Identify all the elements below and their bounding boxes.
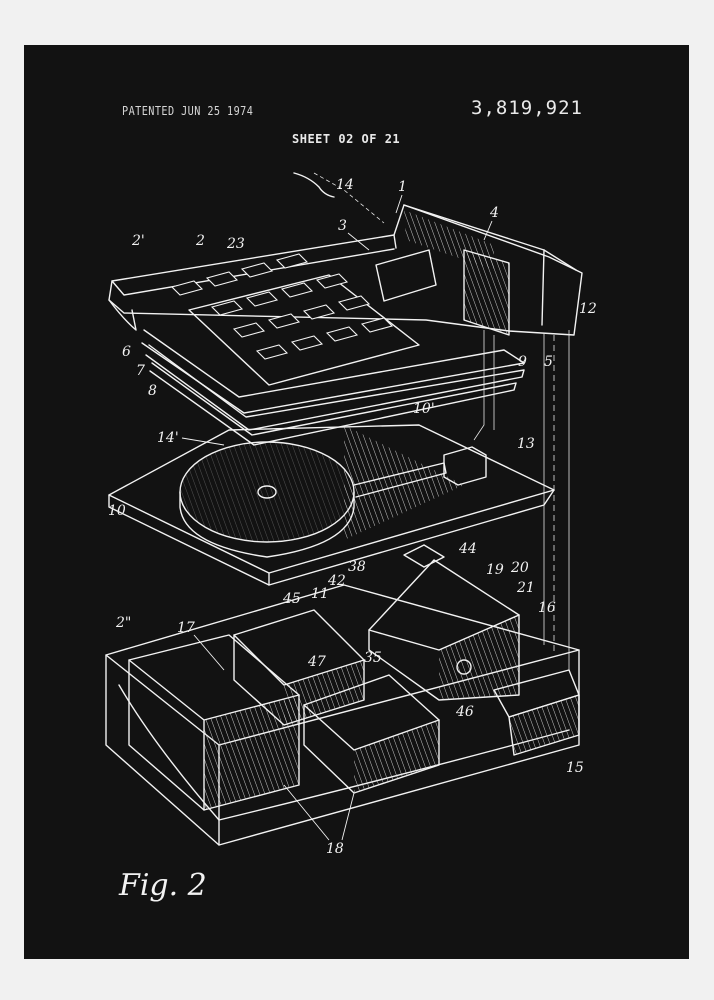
label-35: 35 [364,650,382,666]
label-2: 2 [195,233,205,249]
label-10-prime: 10' [413,401,435,417]
label-38: 38 [348,559,366,575]
label-9: 9 [518,354,527,370]
keypad [170,253,420,386]
label-3: 3 [338,218,347,234]
label-14: 14 [336,177,354,193]
label-10: 10 [108,503,126,519]
label-46: 46 [455,704,474,720]
patent-poster: 14 1 3 4 2' 2 23 12 6 7 8 9 5 10' 14' 13… [24,45,689,959]
label-5: 5 [544,354,553,370]
label-47: 47 [307,654,326,670]
label-45: 45 [282,591,301,607]
patented-date: PATENTED JUN 25 1974 [122,104,254,118]
calculator-top-housing [108,204,583,336]
label-42: 42 [327,573,346,589]
label-14-prime: 14' [157,430,179,446]
sheet-number: SHEET 02 OF 21 [292,132,401,146]
label-8: 8 [148,383,157,399]
connector-lines [293,172,570,670]
patent-drawing: 14 1 3 4 2' 2 23 12 6 7 8 9 5 10' 14' 13… [105,172,597,903]
label-6: 6 [122,344,131,360]
label-44: 44 [458,541,477,557]
label-7: 7 [136,363,145,379]
label-1: 1 [398,179,407,195]
label-18: 18 [326,841,344,857]
label-19: 19 [486,562,504,578]
label-21: 21 [516,580,535,596]
label-2-prime: 2' [131,233,145,249]
label-20: 20 [510,560,529,576]
figure-label: Fig. 2 [118,868,207,903]
label-16: 16 [538,600,556,616]
label-17: 17 [177,620,195,636]
reference-labels: 14 1 3 4 2' 2 23 12 6 7 8 9 5 10' 14' 13… [108,177,597,857]
circuit-layers [141,329,525,446]
battery-blocks [128,609,440,811]
printer-mechanism [368,544,580,756]
keys [170,253,394,360]
label-23: 23 [226,236,245,252]
label-15: 15 [566,760,584,776]
label-2-double-prime: 2" [115,615,131,631]
patent-number: 3,819,921 [471,97,583,119]
label-11: 11 [311,586,329,602]
label-4: 4 [489,205,499,221]
disc-board [108,424,555,586]
label-13: 13 [517,436,535,452]
label-12: 12 [579,301,597,317]
